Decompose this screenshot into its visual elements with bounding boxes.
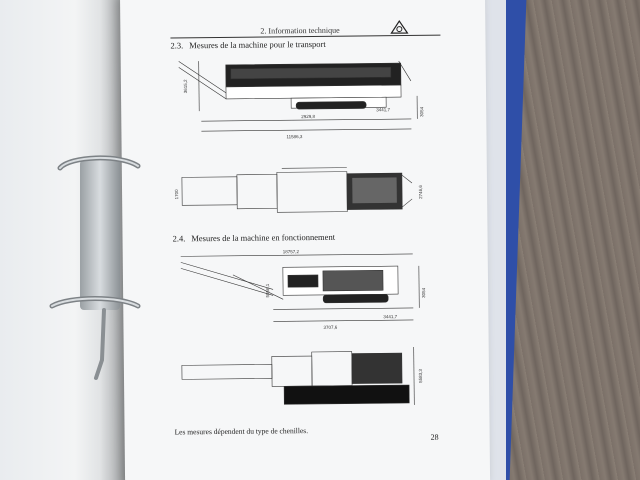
operation-width-label: 5583,3 — [418, 369, 423, 383]
section-operation-number: 2.4. — [172, 233, 186, 244]
header-rule — [170, 34, 441, 39]
transport-length-total-label: 11586,3 — [286, 134, 302, 139]
section-operation-title: 2.4. Mesures de la machine en fonctionnem… — [172, 232, 335, 244]
transport-top-view-drawing: 1700 2746,6 — [174, 167, 423, 213]
page-footnote: Les mesures dépendent du type de chenill… — [174, 426, 309, 437]
transport-length-mid-label: 2929,8 — [301, 114, 315, 119]
section-transport-title: 2.3. Mesures de la machine pour le transp… — [170, 39, 325, 51]
section-transport-number: 2.3. — [170, 40, 184, 51]
manual-page: 2. Information technique 2.3. Mesures de … — [120, 0, 491, 480]
operation-height-right-label: 3054 — [421, 287, 426, 298]
transport-width-left-label: 1700 — [174, 189, 179, 200]
brand-logo-icon — [390, 19, 409, 34]
operation-length-mid-label: 3707,6 — [323, 325, 337, 330]
page-number: 28 — [430, 432, 439, 442]
binder-ring-icon — [49, 155, 141, 380]
section-operation-text: Mesures de la machine en fonctionnement — [191, 231, 336, 244]
operation-length-total-label: 18757,2 — [283, 249, 300, 254]
transport-width-top-label: 2746,6 — [418, 185, 423, 199]
binder-spine-plate — [80, 160, 120, 310]
operation-top-view-drawing: 5583,3 — [181, 346, 423, 405]
transport-length-rear-label: 3441,7 — [376, 107, 390, 112]
section-transport-text: Mesures de la machine pour le transport — [189, 38, 326, 51]
operation-length-rear-label: 3441,7 — [383, 314, 397, 319]
transport-height-right-label: 3054 — [419, 106, 424, 117]
page-header: 2. Information technique — [260, 25, 340, 36]
operation-side-view-drawing: 18757,2 5056,1 3054 3707,6 3441,7 — [180, 249, 426, 330]
transport-height-label: 3615,2 — [183, 79, 188, 93]
transport-side-view-drawing: 3615,2 3054 2929,8 3441,7 11586,3 — [178, 60, 424, 139]
operation-height-label: 5056,1 — [265, 283, 270, 297]
